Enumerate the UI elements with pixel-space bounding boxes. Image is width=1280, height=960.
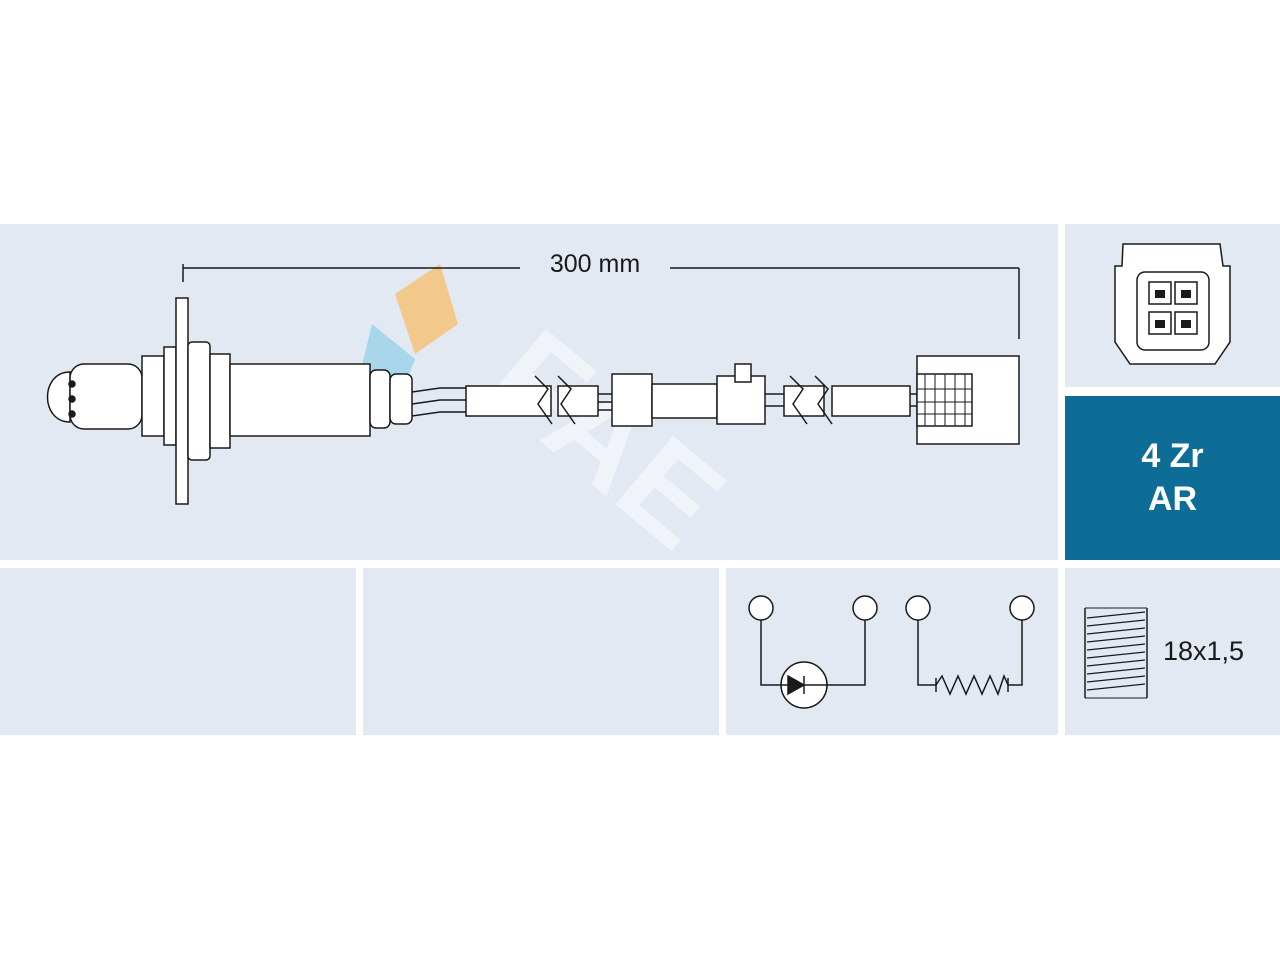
cable-break-marks [534,375,833,425]
fae-watermark-logo: FAE [360,264,751,576]
thread-size-label: 18x1,5 [1163,636,1245,666]
sensor-type-badge: 4 Zr AR [1065,396,1280,560]
oxygen-sensor-icon [46,297,413,505]
terminal-1 [748,595,774,621]
terminal-4 [1009,595,1035,621]
cable-length-label: 300 mm [520,250,670,279]
empty-info-panel-1 [0,568,356,735]
connector-plug [916,355,1020,445]
sensor-cable [411,363,918,427]
terminal-3 [905,595,931,621]
diode-symbol-icon [760,620,866,709]
empty-info-panel-2 [363,568,719,735]
length-dimension-line [182,264,1020,339]
lambda-sensor-drawing: FAE [46,264,1020,576]
thread-icon [1084,607,1148,699]
thread-spec-panel: 18x1,5 [1065,568,1280,735]
sensor-type-line2: AR [1147,480,1198,518]
sensor-type-line1: 4 Zr [1141,437,1204,475]
heater-resistor-icon [917,620,1023,697]
sensor-drawing-panel: FAE [0,224,1058,576]
wiring-schematic [748,595,1035,709]
connector-view-panel [1065,224,1280,387]
four-pin-connector-icon [1114,243,1231,365]
svg-text:FAE: FAE [464,301,752,575]
wiring-schematic-panel [726,568,1058,735]
terminal-2 [852,595,878,621]
